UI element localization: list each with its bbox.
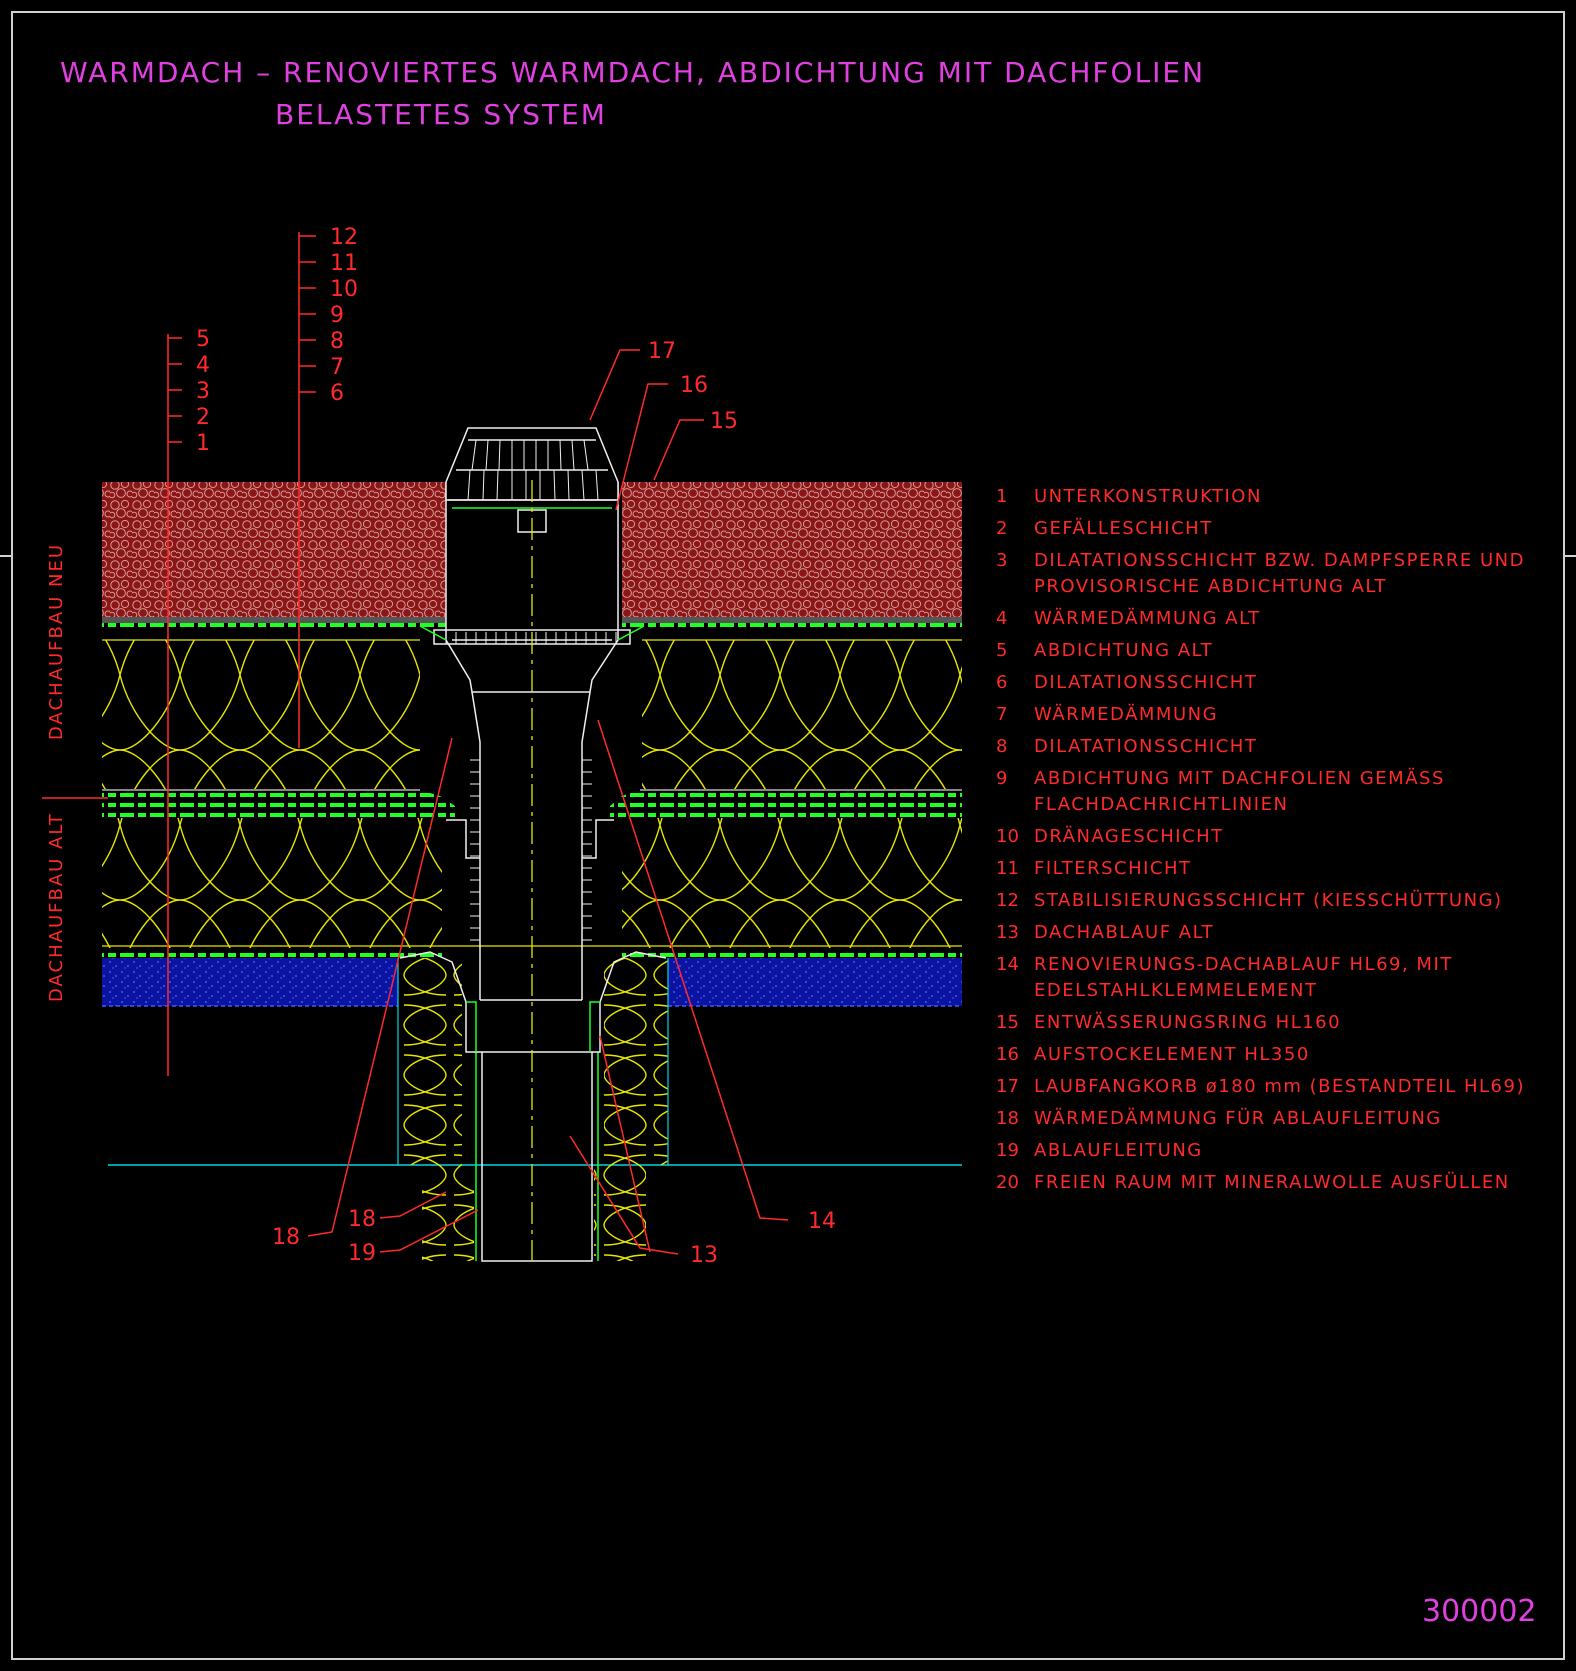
legend-text: WÄRMEDÄMMUNG	[1034, 704, 1218, 725]
legend-text: AUFSTOCKELEMENT HL350	[1034, 1044, 1310, 1065]
legend-number: 10	[996, 826, 1019, 847]
legend-text: DILATATIONSSCHICHT	[1034, 672, 1257, 693]
downpipe	[475, 1051, 599, 1262]
legend-text: ENTWÄSSERUNGSRING HL160	[1034, 1012, 1341, 1033]
legend-text: ABDICHTUNG ALT	[1034, 640, 1213, 661]
callout-9: 9	[330, 303, 344, 328]
legend-number: 1	[996, 486, 1007, 507]
legend-text: WÄRMEDÄMMUNG FÜR ABLAUFLEITUNG	[1034, 1107, 1442, 1129]
callout-3: 3	[196, 379, 210, 404]
legend-text: FLACHDACHRICHTLINIEN	[1034, 794, 1288, 815]
insulation-new	[102, 639, 962, 790]
leaf-guard-basket	[445, 427, 619, 501]
legend-number: 12	[996, 890, 1019, 911]
callout-7: 7	[330, 355, 344, 380]
callout-15: 15	[710, 409, 738, 434]
title-line-1: WARMDACH – RENOVIERTES WARMDACH, ABDICHT…	[60, 56, 1205, 89]
drainage-filter-layers	[102, 617, 962, 633]
legend-number: 15	[996, 1012, 1019, 1033]
legend-text: PROVISORISCHE ABDICHTUNG ALT	[1034, 576, 1387, 597]
legend-number: 7	[996, 704, 1007, 725]
callout-19: 19	[348, 1241, 376, 1266]
legend-number: 17	[996, 1076, 1019, 1097]
sheet-frame	[11, 11, 1565, 1660]
roof-section	[102, 427, 962, 1262]
title-line-2: BELASTETES SYSTEM	[275, 98, 607, 131]
legend-text: GEFÄLLESCHICHT	[1034, 518, 1213, 539]
callout-18-lower: 18	[272, 1225, 300, 1250]
legend-number: 14	[996, 954, 1019, 975]
callout-8: 8	[330, 329, 344, 354]
old-drain	[399, 951, 667, 1053]
legend-number: 9	[996, 768, 1007, 789]
legend-text: EDELSTAHLKLEMMELEMENT	[1034, 980, 1317, 1001]
callout-13: 13	[690, 1243, 718, 1268]
legend-text: ABLAUFLEITUNG	[1034, 1140, 1203, 1161]
gravel-layer	[102, 482, 962, 617]
callout-10: 10	[330, 277, 358, 302]
callout-18: 18	[348, 1207, 376, 1232]
legend-text: WÄRMEDÄMMUNG ALT	[1034, 608, 1261, 629]
callout-6: 6	[330, 381, 344, 406]
legend-number: 18	[996, 1108, 1019, 1129]
legend-number: 5	[996, 640, 1007, 661]
renovation-drain	[446, 691, 614, 1001]
callout-14: 14	[808, 1209, 836, 1234]
legend-number: 11	[996, 858, 1019, 879]
legend-text: DILATATIONSSCHICHT	[1034, 736, 1257, 757]
callout-4: 4	[196, 353, 210, 378]
legend-number: 13	[996, 922, 1019, 943]
legend-text: ABDICHTUNG MIT DACHFOLIEN GEMÄSS	[1034, 768, 1445, 789]
legend-text: DILATATIONSSCHICHT BZW. DAMPFSPERRE UND	[1034, 550, 1525, 571]
legend-text: UNTERKONSTRUKTION	[1034, 486, 1262, 507]
callout-17: 17	[648, 339, 676, 364]
callout-leaders	[167, 232, 789, 1255]
legend-number: 3	[996, 550, 1007, 571]
pipe-insulation	[397, 958, 669, 1261]
legend-number: 8	[996, 736, 1007, 757]
callout-12: 12	[330, 225, 358, 250]
membrane-new	[102, 789, 962, 818]
legend-number: 20	[996, 1172, 1019, 1193]
legend-text: DACHABLAUF ALT	[1034, 922, 1214, 943]
legend-text: LAUBFANGKORB ø180 mm (BESTANDTEIL HL69)	[1034, 1076, 1525, 1097]
callout-1: 1	[196, 431, 210, 456]
legend-text: FILTERSCHICHT	[1034, 858, 1192, 879]
legend-text: STABILISIERUNGSSCHICHT (KIESSCHÜTTUNG)	[1034, 889, 1503, 911]
callout-numbers: 5 4 3 2 1 12 11 10 9 8 7 6 17 16 15 18 1…	[196, 225, 836, 1268]
legend-text: FREIEN RAUM MIT MINERALWOLLE AUSFÜLLEN	[1034, 1171, 1510, 1193]
insulation-old	[102, 818, 962, 948]
legend-number: 6	[996, 672, 1007, 693]
callout-2: 2	[196, 405, 210, 430]
legend-number: 19	[996, 1140, 1019, 1161]
concrete-slab	[102, 958, 962, 1007]
legend-text: RENOVIERUNGS-DACHABLAUF HL69, MIT	[1034, 954, 1453, 975]
label-dachaufbau-neu: DACHAUFBAU NEU	[46, 543, 67, 740]
legend-text: DRÄNAGESCHICHT	[1034, 826, 1224, 847]
legend-number: 4	[996, 608, 1007, 629]
callout-16: 16	[680, 373, 708, 398]
legend-number: 2	[996, 518, 1007, 539]
callout-11: 11	[330, 251, 358, 276]
legend-number: 16	[996, 1044, 1019, 1065]
callout-5: 5	[196, 327, 210, 352]
label-dachaufbau-alt: DACHAUFBAU ALT	[46, 812, 67, 1002]
drawing-number: 300002	[1422, 1594, 1537, 1629]
